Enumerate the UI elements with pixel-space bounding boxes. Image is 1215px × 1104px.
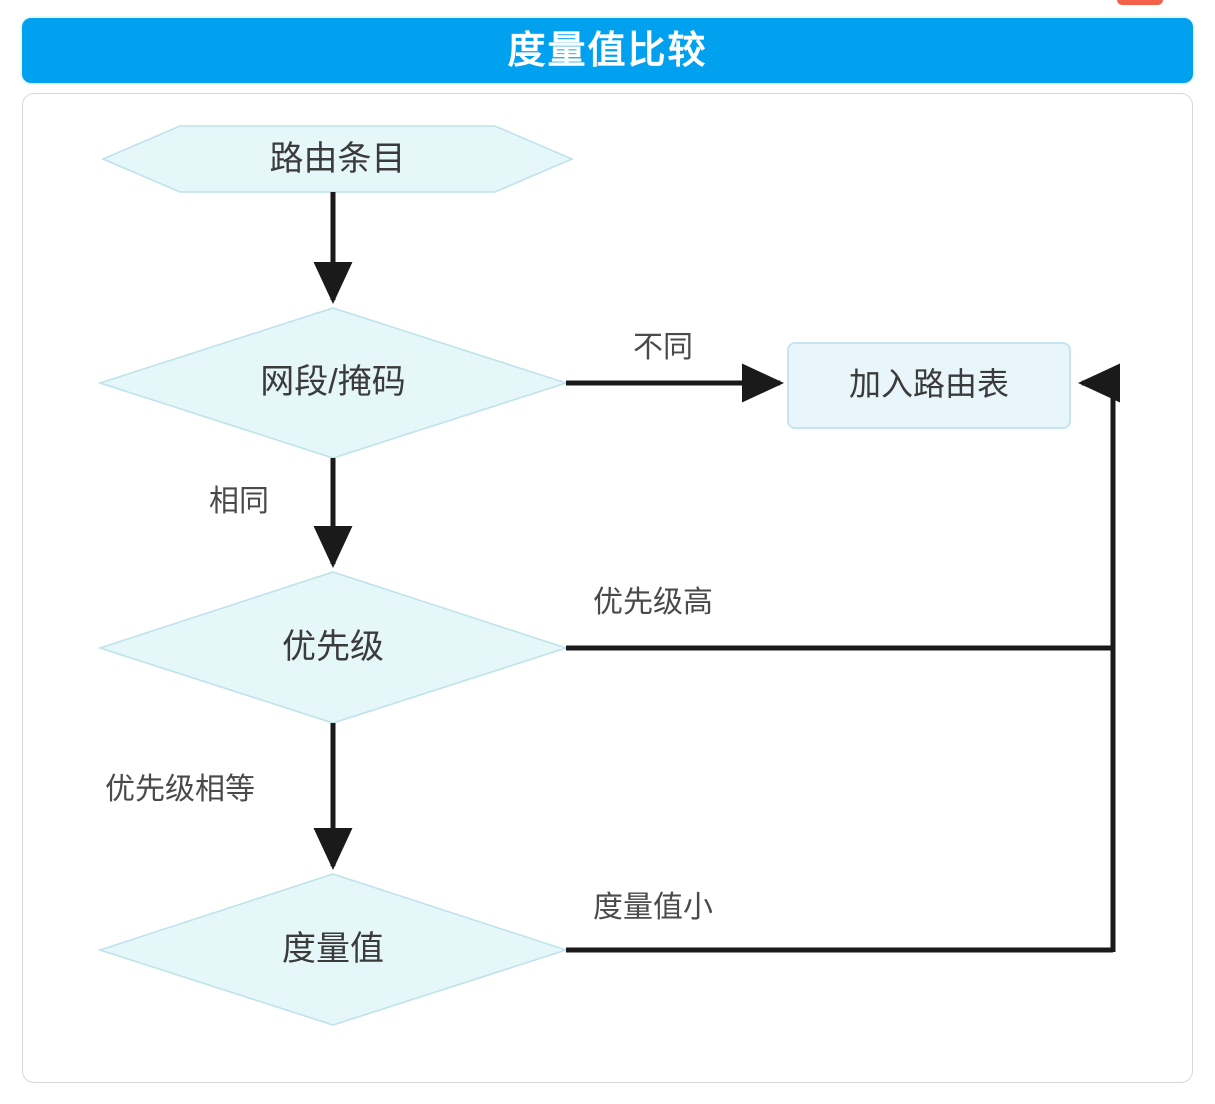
title-banner: 度量值比较	[22, 18, 1193, 83]
edge-label-equal-priority: 优先级相等	[105, 773, 255, 806]
node-label-start: 路由条目	[269, 140, 406, 178]
edge-label-different: 不同	[633, 331, 693, 364]
edge-label-higher-priority: 优先级高	[593, 586, 713, 619]
node-label-netmask: 网段/掩码	[260, 363, 406, 401]
node-label-metric: 度量值	[282, 930, 384, 968]
node-label-addroute: 加入路由表	[848, 366, 1009, 402]
node-label-priority: 优先级	[282, 628, 384, 666]
edge-label-smaller-metric: 度量值小	[593, 891, 713, 924]
top-tab-indicator	[1117, 0, 1163, 5]
edge-label-same: 相同	[209, 485, 269, 518]
page-title: 度量值比较	[507, 29, 708, 72]
